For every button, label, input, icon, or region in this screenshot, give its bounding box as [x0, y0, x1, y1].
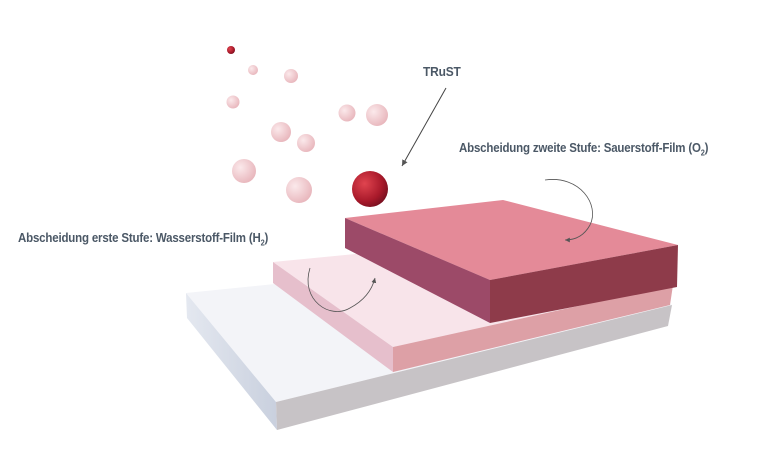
second-stage-subscript: 2	[700, 148, 705, 158]
second-stage-text: Abscheidung zweite Stufe: Sauerstoff-Fil…	[459, 141, 701, 155]
second-stage-label: Abscheidung zweite Stufe: Sauerstoff-Fil…	[459, 141, 708, 158]
particles	[226, 46, 388, 207]
h2-rotation-arrow	[307, 267, 377, 312]
o2-rotation-arrow	[544, 179, 593, 243]
trust-label: TRuST	[423, 64, 461, 79]
particle	[232, 159, 256, 183]
particle	[284, 69, 298, 83]
particle	[286, 177, 312, 203]
first-stage-text: Abscheidung erste Stufe: Wasserstoff-Fil…	[18, 231, 261, 245]
particle	[227, 46, 235, 54]
particle	[248, 65, 258, 75]
first-stage-label: Abscheidung erste Stufe: Wasserstoff-Fil…	[18, 231, 268, 248]
particle	[226, 95, 240, 109]
trust-pointer-arrow	[401, 87, 447, 167]
particle	[297, 134, 315, 152]
particle	[338, 104, 356, 122]
particle	[271, 122, 291, 142]
o2-film-block	[345, 200, 678, 323]
particle	[366, 104, 388, 126]
trust-particle	[352, 171, 388, 207]
first-stage-subscript: 2	[260, 238, 265, 248]
first-stage-end: )	[264, 231, 269, 245]
second-stage-end: )	[704, 141, 709, 155]
